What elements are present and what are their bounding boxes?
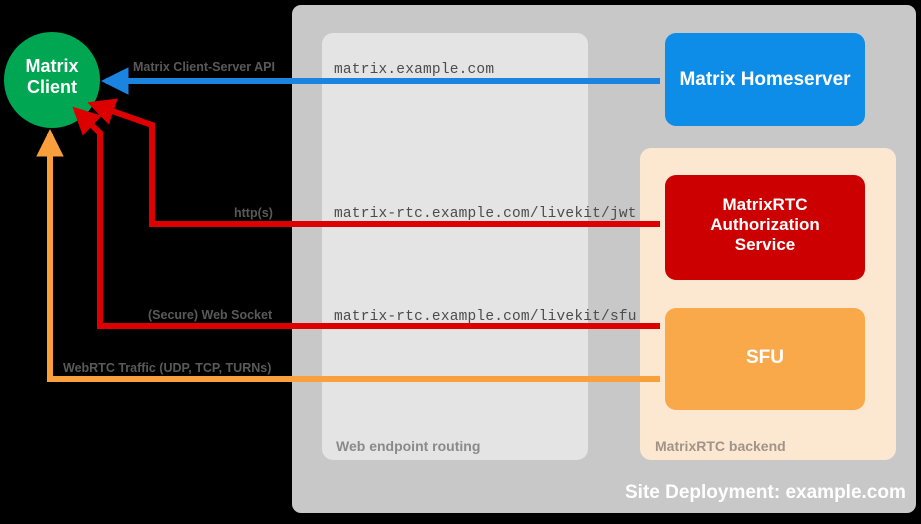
matrix-client-node[interactable]: [4, 32, 100, 128]
matrix-client-label: Matrix Client: [2, 56, 102, 98]
protocol-label-secure-web-socket: (Secure) Web Socket: [148, 308, 273, 322]
edge-https-jwt-line: [87, 98, 660, 227]
auth-label-line3: Service: [734, 235, 796, 254]
auth-label-line2: Authorization: [710, 215, 820, 234]
sfu-node[interactable]: [665, 308, 865, 410]
auth-label-line1: MatrixRTC: [722, 195, 808, 214]
matrix-homeserver-label-text: Matrix Homeserver: [679, 69, 851, 90]
endpoint-label-livekit-jwt: matrix-rtc.example.com/livekit/jwt: [334, 206, 637, 222]
protocol-label-webrtc-traffic: WebRTC Traffic (UDP, TCP, TURNs): [63, 361, 272, 375]
web-endpoint-routing-container: [322, 33, 588, 460]
endpoint-label-matrix-example-com: matrix.example.com: [334, 62, 495, 78]
site-deployment-label: Site Deployment: example.com: [625, 482, 906, 503]
matrixrtc-authorization-service-node[interactable]: [665, 175, 865, 280]
edge-webrtc-traffic-line: [36, 129, 660, 382]
endpoint-label-livekit-sfu: matrix-rtc.example.com/livekit/sfu: [334, 309, 637, 325]
matrix-homeserver-node[interactable]: [665, 33, 865, 126]
protocol-label-matrix-client-server-api: Matrix Client-Server API: [133, 60, 275, 74]
matrix-homeserver-label: Matrix Homeserver: [665, 69, 865, 91]
matrixrtc-authorization-service-label: MatrixRTC Authorization Service: [665, 195, 865, 255]
matrixrtc-backend-label: MatrixRTC backend: [655, 438, 786, 454]
matrix-client-label-line2: Client: [26, 77, 77, 97]
sfu-label-text: SFU: [746, 347, 784, 368]
web-endpoint-routing-label: Web endpoint routing: [336, 438, 481, 454]
sfu-label: SFU: [665, 347, 865, 369]
edge-secure-web-socket-line: [72, 106, 660, 329]
matrix-client-label-line1: Matrix: [25, 56, 79, 76]
protocol-label-https: http(s): [234, 206, 273, 220]
